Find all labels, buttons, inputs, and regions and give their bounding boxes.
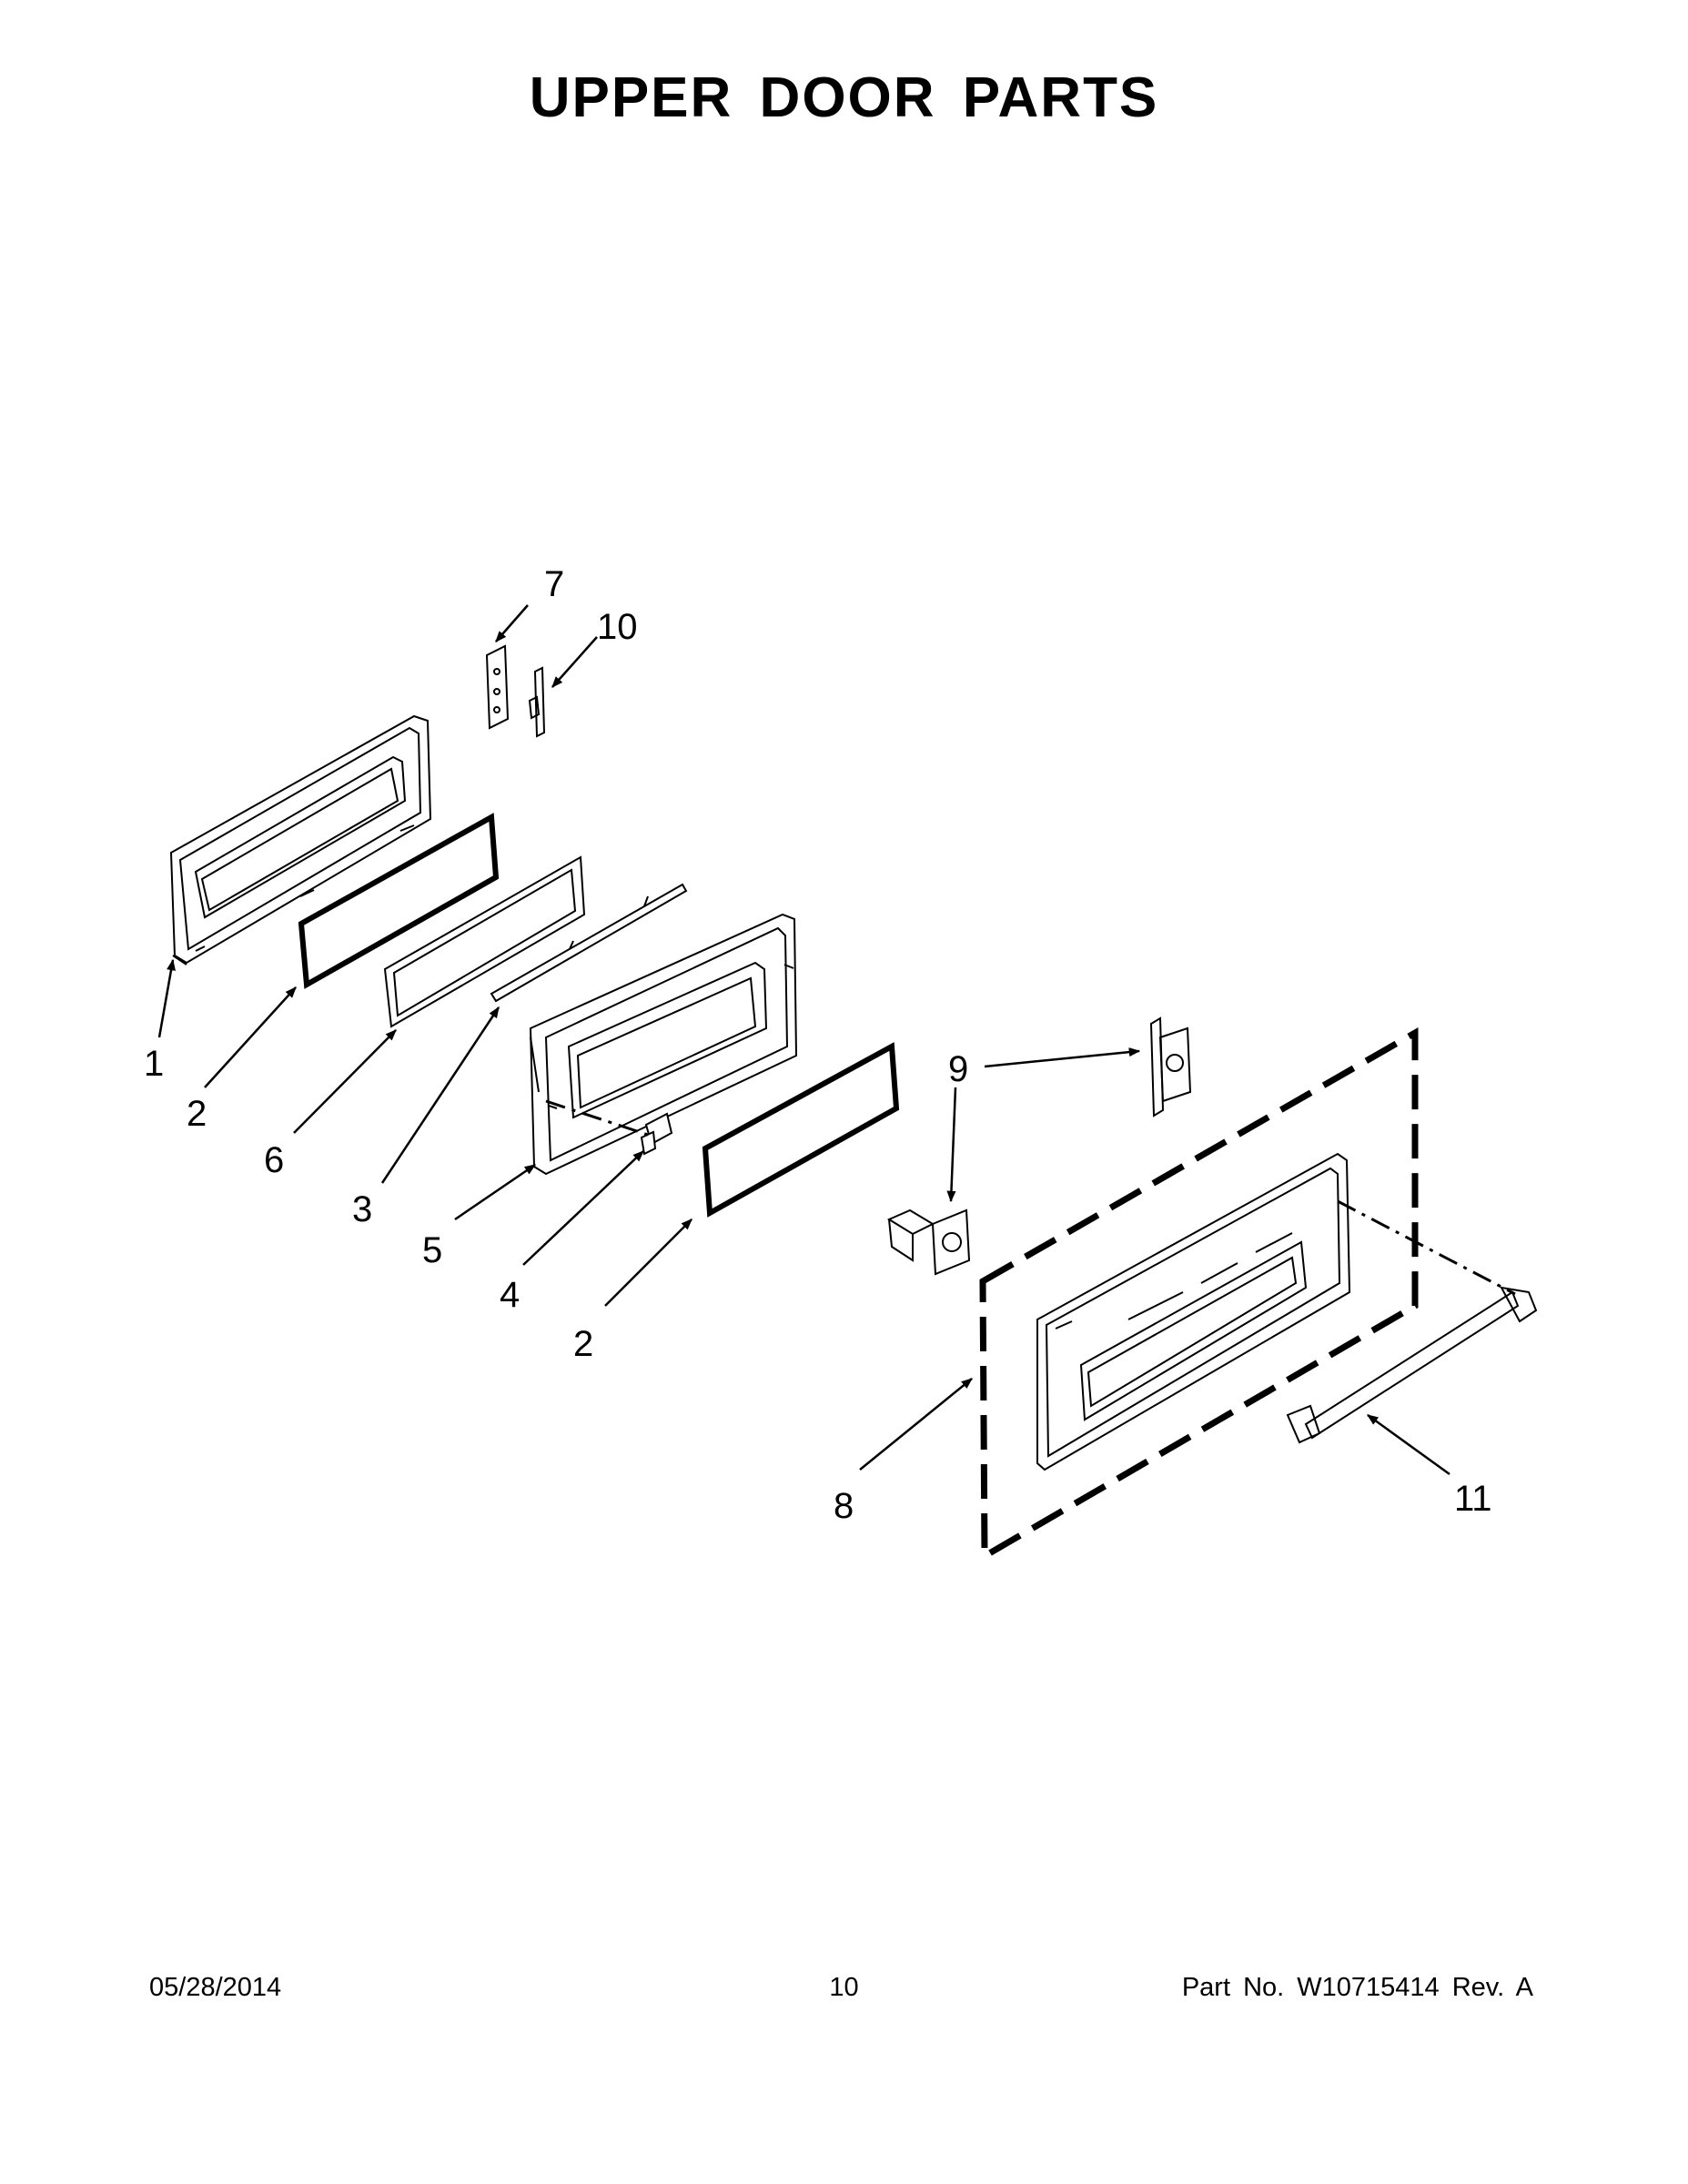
part-9-bracket-left [886,1208,971,1276]
part-5-inner-door-frame [529,913,798,1176]
callout-8: 8 [834,1486,854,1526]
footer-page-number: 10 [829,1973,859,2002]
callout-numbers: 1 2 6 3 5 4 2 7 10 9 8 11 [144,564,1492,1526]
callout-7: 7 [544,564,564,604]
part-10-hinge-pin [528,666,546,738]
part-2-glass-lower [702,1042,900,1218]
callout-10: 10 [597,607,638,647]
footer-date: 05/28/2014 [149,1973,282,2002]
part-3-strip [490,883,688,1003]
callout-6: 6 [264,1140,284,1180]
part-1-inner-door-liner [169,714,432,966]
callout-1: 1 [144,1044,164,1084]
page-title: UPPER DOOR PARTS [529,66,1159,129]
part-4-screw [640,1112,673,1156]
part-6-glass-frame [383,855,586,1028]
callout-4: 4 [500,1275,520,1315]
part-2-glass-upper [298,813,500,989]
part-9-bracket-right [1149,1016,1192,1117]
callout-9: 9 [948,1049,968,1089]
part-11-handle [1286,1286,1538,1444]
part-8-outer-door-panel [979,1026,1419,1562]
callout-3: 3 [352,1189,372,1229]
part-7-hinge-plate [485,644,510,730]
callout-5: 5 [422,1230,442,1270]
callout-leaders [157,604,1450,1476]
footer-part-number: Part No. W10715414 Rev. A [1181,1973,1533,2002]
assembly-lines [545,1099,1516,1296]
callout-11: 11 [1454,1479,1492,1519]
callout-2-upper: 2 [187,1094,207,1134]
callout-2-lower: 2 [573,1324,593,1364]
